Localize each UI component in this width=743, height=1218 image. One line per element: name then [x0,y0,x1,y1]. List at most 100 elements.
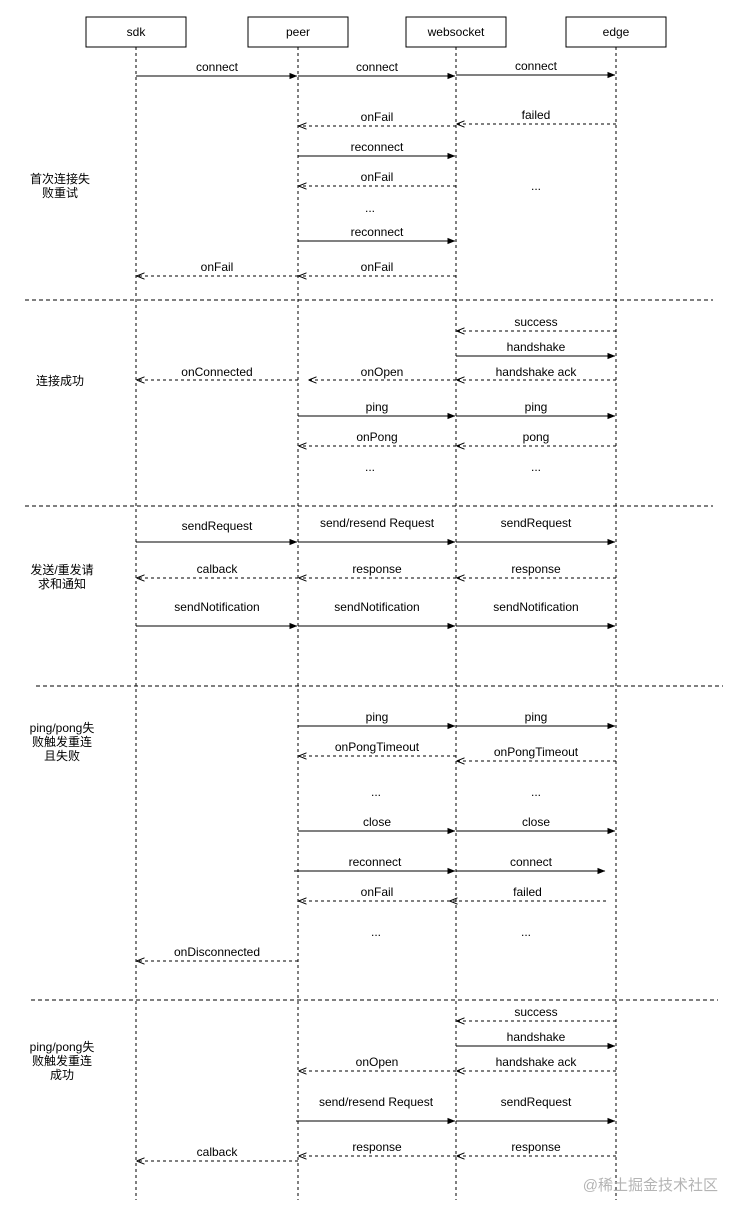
ellipsis-text: ... [371,785,381,799]
section-label-line: ping/pong失 [30,720,95,735]
message-peer-to-websocket: connect [298,60,456,80]
message-peer-to-sdk: onConnected [137,365,298,380]
message-label: onPong [356,430,397,444]
message-peer-to-websocket: close [298,815,456,835]
message-label: failed [513,885,542,899]
message-label: onPongTimeout [335,740,420,754]
message-peer-to-sdk: calback [137,562,298,578]
message-label: reconnect [351,140,404,154]
message-label: onFail [361,110,394,124]
message-label: response [511,1140,561,1154]
message-edge-to-websocket: response [457,562,616,578]
message-edge-to-websocket: onPongTimeout [457,745,616,761]
message-peer-to-websocket: reconnect [298,140,456,160]
message-peer-to-websocket: reconnect [298,225,456,245]
participant-label: edge [603,25,630,39]
section-label-line: 首次连接失 [30,171,90,186]
message-peer-to-sdk: calback [137,1145,298,1161]
message-label: onFail [361,260,394,274]
message-label: calback [197,1145,239,1159]
message-edge-to-websocket: handshake ack [457,1055,616,1071]
message-peer-to-websocket: reconnect [294,855,456,875]
message-label: success [514,315,557,329]
message-label: close [522,815,550,829]
participant-label: peer [286,25,310,39]
message-websocket-to-edge: connect [456,855,606,875]
ellipsis-text: ... [531,460,541,474]
message-label: response [511,562,561,576]
message-label: send/resend Request [319,1095,434,1109]
message-edge-to-websocket: success [457,1005,616,1021]
message-label: ping [366,400,389,414]
message-label: onDisconnected [174,945,260,959]
message-websocket-to-peer: onPongTimeout [299,740,456,756]
participant-label: websocket [427,25,485,39]
ellipsis-text: ... [531,785,541,799]
message-label: connect [196,60,239,74]
participant-label: sdk [127,25,147,39]
ellipsis-text: ... [531,179,541,193]
message-label: handshake [507,340,566,354]
message-label: onFail [361,170,394,184]
message-label: onFail [361,885,394,899]
message-websocket-to-edge: sendRequest [456,516,616,546]
section-label-line: ping/pong失 [30,1039,95,1054]
message-websocket-to-peer: onFail [299,885,456,901]
message-peer-to-websocket: send/resend Request [296,1095,456,1125]
message-label: response [352,1140,402,1154]
message-label: close [363,815,391,829]
message-websocket-to-peer: onFail [299,170,456,186]
message-label: handshake ack [496,1055,578,1069]
message-peer-to-sdk: onFail [137,260,298,276]
message-label: sendNotification [493,600,578,614]
message-sdk-to-peer: sendNotification [136,600,298,630]
ellipsis-text: ... [521,925,531,939]
message-websocket-to-peer: response [299,1140,456,1156]
message-label: onOpen [361,365,404,379]
message-edge-to-websocket: success [457,315,616,331]
message-label: sendNotification [334,600,419,614]
section-label-line: 败触发重连 [32,1053,92,1068]
message-label: send/resend Request [320,516,435,530]
section-label-line: 连接成功 [36,373,84,388]
message-edge-to-websocket: pong [457,430,616,446]
participant-websocket: websocket [405,16,507,48]
message-websocket-to-peer: onPong [299,430,456,446]
message-websocket-to-edge: connect [456,59,616,79]
message-peer-to-websocket: ping [298,400,456,420]
message-websocket-to-peer: onOpen [309,365,456,380]
message-label: sendRequest [501,1095,572,1109]
message-label: ping [525,400,548,414]
message-label: ping [525,710,548,724]
message-label: sendNotification [174,600,259,614]
message-sdk-to-peer: sendRequest [136,519,298,546]
section-label-line: 发送/重发请 [30,562,93,577]
participant-sdk: sdk [85,16,187,48]
message-edge-to-websocket: response [457,1140,616,1156]
message-websocket-to-edge: ping [456,400,616,420]
message-edge-to-websocket: failed [457,108,616,124]
message-websocket-to-peer: response [299,562,456,578]
message-edge-to-websocket: failed [450,885,606,901]
message-label: ping [366,710,389,724]
participant-box [405,16,507,48]
message-websocket-to-edge: handshake [456,340,616,360]
section-label-line: 败重试 [42,185,78,200]
section-label-line: 成功 [50,1068,74,1082]
ellipsis-text: ... [365,460,375,474]
message-websocket-to-peer: onFail [299,260,456,276]
message-label: connect [510,855,553,869]
message-label: handshake ack [496,365,578,379]
message-label: onFail [201,260,234,274]
message-peer-to-websocket: send/resend Request [298,516,456,546]
section-label: 连接成功 [36,373,84,388]
message-websocket-to-edge: close [456,815,616,835]
message-label: onOpen [356,1055,399,1069]
participant-box [85,16,187,48]
message-peer-to-websocket: ping [298,710,456,730]
